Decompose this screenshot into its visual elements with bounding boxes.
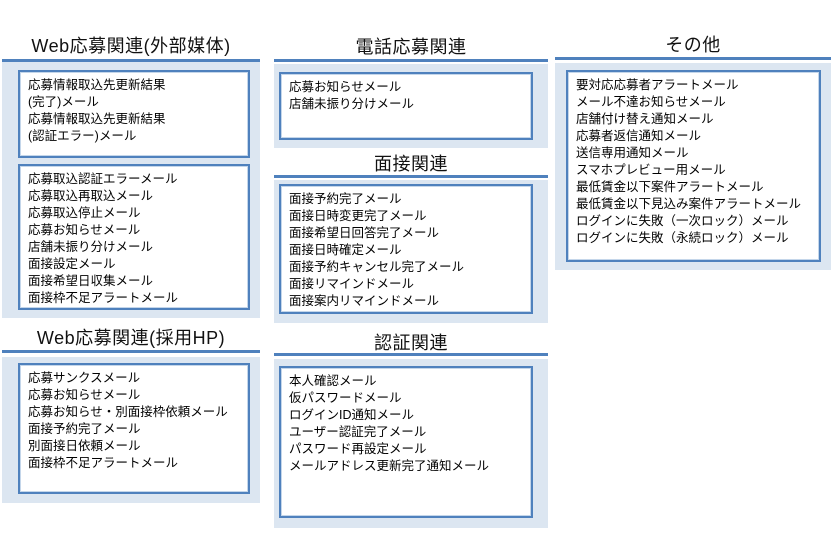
mail-item: 応募者返信通知メール bbox=[576, 129, 702, 143]
mail-item: 面接日時確定メール bbox=[289, 243, 402, 257]
mail-list-box-web-external-1: 応募情報取込先更新結果(完了)メール応募情報取込先更新結果(認証エラー)メール bbox=[18, 70, 250, 158]
auth-panel: 本人確認メール仮パスワードメールログインID通知メールユーザー認証完了メールパス… bbox=[274, 359, 548, 528]
mail-list-box-auth: 本人確認メール仮パスワードメールログインID通知メールユーザー認証完了メールパス… bbox=[279, 366, 533, 518]
mail-list-box-interview: 面接予約完了メール面接日時変更完了メール面接希望日回答完了メール面接日時確定メー… bbox=[279, 184, 533, 314]
section-title-web-hp: Web応募関連(採用HP) bbox=[2, 324, 260, 353]
mail-list-box-phone: 応募お知らせメール店舗未振り分けメール bbox=[279, 72, 533, 140]
phone-panel: 応募お知らせメール店舗未振り分けメール bbox=[274, 64, 548, 148]
mail-list-box-web-hp: 応募サンクスメール応募お知らせメール応募お知らせ・別面接枠依頼メール面接予約完了… bbox=[18, 363, 250, 494]
web-external-panel: 応募情報取込先更新結果(完了)メール応募情報取込先更新結果(認証エラー)メール … bbox=[2, 62, 260, 318]
mail-item: 要対応応募者アラートメール bbox=[576, 78, 739, 92]
mail-item: 送信専用通知メール bbox=[576, 146, 689, 160]
mail-item: 応募情報取込先更新結果 bbox=[28, 78, 166, 92]
mail-item: 面接リマインドメール bbox=[289, 277, 415, 291]
mail-item: 面接枠不足アラートメール bbox=[28, 456, 179, 470]
mail-item: (完了)メール bbox=[28, 95, 99, 109]
section-interview: 面接関連 面接予約完了メール面接日時変更完了メール面接希望日回答完了メール面接日… bbox=[274, 150, 548, 323]
mail-item: 応募お知らせ・別面接枠依頼メール bbox=[28, 405, 228, 419]
mail-item: スマホプレビュー用メール bbox=[576, 163, 726, 177]
section-web-hp: Web応募関連(採用HP) 応募サンクスメール応募お知らせメール応募お知らせ・別… bbox=[2, 324, 260, 503]
mail-item: 面接希望日収集メール bbox=[28, 274, 154, 288]
mail-item: メール不達お知らせメール bbox=[576, 95, 726, 109]
mail-item: 応募情報取込先更新結果 bbox=[28, 112, 166, 126]
mail-item: 面接予約キャンセル完了メール bbox=[289, 260, 465, 274]
mail-item: パスワード再設定メール bbox=[289, 442, 427, 456]
section-phone: 電話応募関連 応募お知らせメール店舗未振り分けメール bbox=[274, 32, 548, 148]
mail-item: 店舗未振り分けメール bbox=[28, 240, 154, 254]
section-web-external: Web応募関連(外部媒体) 応募情報取込先更新結果(完了)メール応募情報取込先更… bbox=[2, 31, 260, 318]
mail-item: ログインに失敗（永続ロック）メール bbox=[576, 231, 789, 245]
mail-item: メールアドレス更新完了通知メール bbox=[289, 459, 490, 473]
mail-item: 面接設定メール bbox=[28, 257, 116, 271]
mail-item: 応募サンクスメール bbox=[28, 371, 141, 385]
mail-item: 最低賃金以下見込み案件アラートメール bbox=[576, 197, 802, 211]
mail-item: ユーザー認証完了メール bbox=[289, 425, 427, 439]
mail-item: 応募お知らせメール bbox=[28, 223, 141, 237]
mail-item: 面接希望日回答完了メール bbox=[289, 226, 440, 240]
section-title-auth: 認証関連 bbox=[274, 330, 548, 356]
web-hp-panel: 応募サンクスメール応募お知らせメール応募お知らせ・別面接枠依頼メール面接予約完了… bbox=[2, 357, 260, 503]
other-panel: 要対応応募者アラートメールメール不達お知らせメール店舗付け替え通知メール応募者返… bbox=[555, 63, 831, 270]
mail-item: 面接枠不足アラートメール bbox=[28, 291, 179, 305]
section-title-other: その他 bbox=[555, 31, 831, 60]
mail-item: 最低賃金以下案件アラートメール bbox=[576, 180, 764, 194]
mail-item: ログインID通知メール bbox=[289, 408, 415, 422]
mail-item: 仮パスワードメール bbox=[289, 391, 402, 405]
mail-item: 応募取込再取込メール bbox=[28, 189, 154, 203]
mail-item: 店舗未振り分けメール bbox=[289, 97, 415, 111]
interview-panel: 面接予約完了メール面接日時変更完了メール面接希望日回答完了メール面接日時確定メー… bbox=[274, 180, 548, 323]
mail-list-box-other: 要対応応募者アラートメールメール不達お知らせメール店舗付け替え通知メール応募者返… bbox=[566, 70, 821, 262]
section-auth: 認証関連 本人確認メール仮パスワードメールログインID通知メールユーザー認証完了… bbox=[274, 330, 548, 528]
section-title-phone: 電話応募関連 bbox=[274, 32, 548, 62]
mail-item: 面接日時変更完了メール bbox=[289, 209, 427, 223]
mail-item: 面接案内リマインドメール bbox=[289, 294, 440, 308]
mail-item: 本人確認メール bbox=[289, 374, 377, 388]
mail-item: 面接予約完了メール bbox=[289, 192, 402, 206]
mail-item: 応募お知らせメール bbox=[289, 80, 402, 94]
mail-item: 応募取込停止メール bbox=[28, 206, 141, 220]
mail-item: (認証エラー)メール bbox=[28, 129, 137, 143]
mail-item: 応募取込認証エラーメール bbox=[28, 172, 178, 186]
mail-item: 店舗付け替え通知メール bbox=[576, 112, 714, 126]
mail-item: ログインに失敗（一次ロック）メール bbox=[576, 214, 789, 228]
section-title-web-external: Web応募関連(外部媒体) bbox=[2, 31, 260, 62]
mail-item: 応募お知らせメール bbox=[28, 388, 141, 402]
mail-item: 別面接日依頼メール bbox=[28, 439, 141, 453]
mail-list-box-web-external-2: 応募取込認証エラーメール応募取込再取込メール応募取込停止メール応募お知らせメール… bbox=[18, 164, 250, 310]
section-other: その他 要対応応募者アラートメールメール不達お知らせメール店舗付け替え通知メール… bbox=[555, 31, 831, 270]
section-title-interview: 面接関連 bbox=[274, 150, 548, 178]
mail-item: 面接予約完了メール bbox=[28, 422, 141, 436]
